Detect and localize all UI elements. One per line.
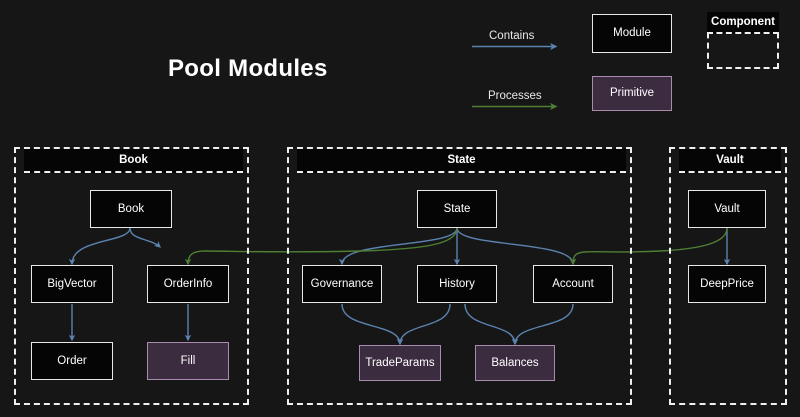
node-deepprice[interactable]: DeepPrice	[688, 265, 766, 303]
node-state[interactable]: State	[417, 190, 497, 228]
node-fill[interactable]: Fill	[147, 342, 229, 380]
group-vault: Vault	[669, 147, 787, 405]
legend-module-box: Module	[592, 14, 672, 53]
legend-component-box: Component	[707, 12, 779, 69]
node-tradeparams[interactable]: TradeParams	[359, 345, 441, 381]
legend-processes-label: Processes	[488, 90, 542, 102]
node-order[interactable]: Order	[31, 342, 113, 380]
node-balances[interactable]: Balances	[475, 345, 555, 381]
node-vault[interactable]: Vault	[688, 190, 766, 228]
group-book-label: Book	[24, 149, 243, 173]
group-book: Book	[14, 147, 249, 405]
node-history[interactable]: History	[417, 265, 497, 303]
node-account[interactable]: Account	[533, 265, 613, 303]
group-vault-label: Vault	[679, 149, 781, 173]
node-governance[interactable]: Governance	[302, 265, 382, 303]
node-orderinfo[interactable]: OrderInfo	[147, 265, 229, 303]
node-bigvector[interactable]: BigVector	[31, 265, 113, 303]
page-title: Pool Modules	[168, 55, 328, 82]
legend-contains-label: Contains	[489, 30, 535, 42]
legend-primitive-box: Primitive	[592, 76, 672, 111]
legend-component-label: Component	[707, 12, 779, 34]
node-book[interactable]: Book	[90, 190, 172, 228]
group-state-label: State	[297, 149, 626, 173]
group-state: State	[287, 147, 632, 405]
